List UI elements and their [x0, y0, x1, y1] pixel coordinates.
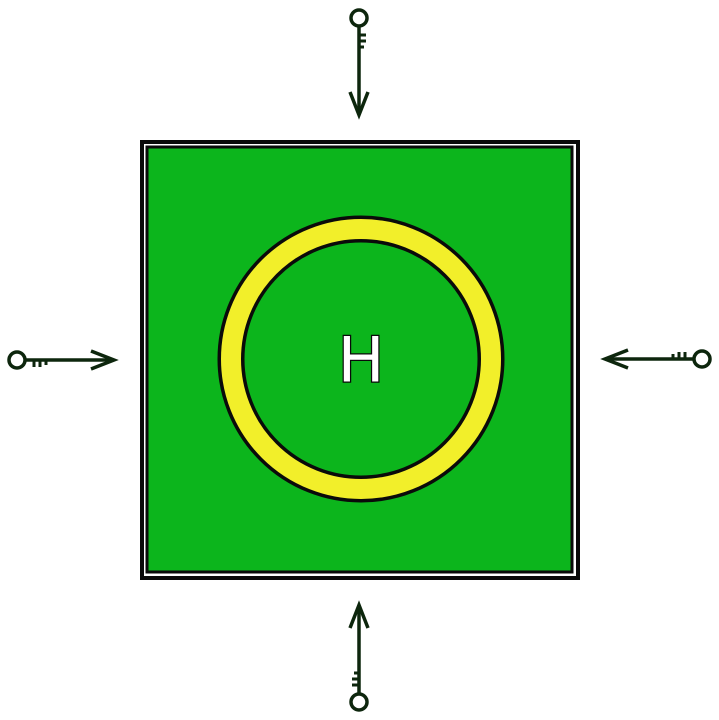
approach-arrow-right: [600, 348, 712, 370]
arrow-head: [348, 600, 370, 629]
arrow-head: [348, 91, 370, 120]
key-icon: [7, 350, 111, 370]
approach-arrow-left: [7, 349, 119, 371]
arrow-head: [90, 349, 119, 371]
approach-arrow-top: [348, 8, 370, 120]
yellow-ring: [217, 215, 505, 503]
key-icon: [349, 8, 369, 112]
landing-pad: H: [140, 140, 580, 580]
helipad-letter: H: [338, 324, 385, 397]
approach-arrow-bottom: [348, 600, 370, 712]
key-icon: [349, 608, 369, 712]
arrow-head: [600, 348, 629, 370]
key-icon: [608, 349, 712, 369]
